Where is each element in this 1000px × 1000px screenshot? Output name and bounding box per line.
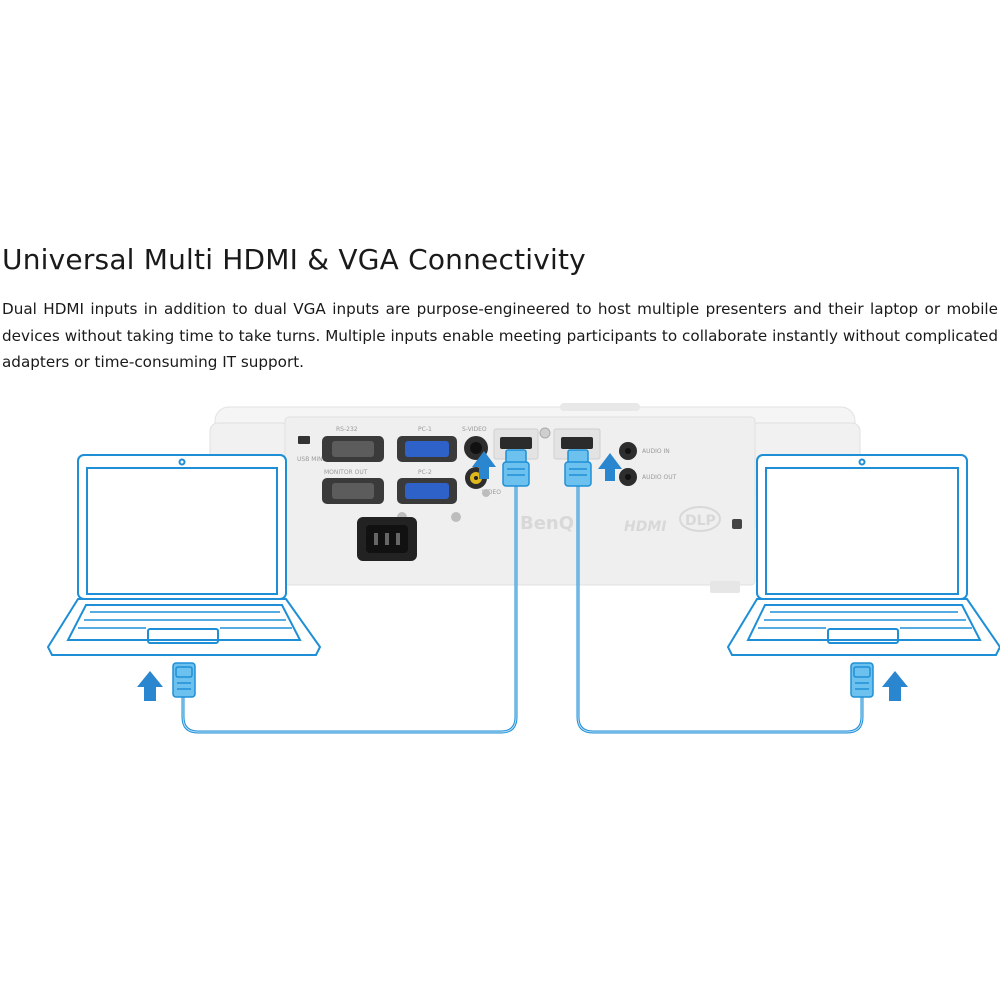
monitor-out-label: MONITOR OUT [324, 469, 368, 476]
svideo-label: S-VIDEO [462, 426, 487, 433]
hdmi-plug-icon [172, 662, 196, 698]
brand-logo: BenQ [520, 513, 574, 534]
rs232-label: RS-232 [336, 426, 358, 433]
arrow-up-icon [882, 671, 908, 701]
laptop-right-icon [726, 454, 1000, 656]
usb-port [298, 436, 310, 444]
kensington-lock [732, 519, 742, 529]
video-label: VIDEO [482, 489, 501, 496]
arrow-up-icon [137, 671, 163, 701]
projector: USB MINI B RS-232 MONITOR OUT PC-1 PC-2 … [209, 403, 861, 593]
hdmi-logo: HDMI [624, 519, 666, 535]
arrow-up-icon [598, 453, 622, 481]
arrow-up-icon [472, 451, 496, 479]
pc1-label: PC-1 [418, 426, 432, 433]
hdmi-cable-right [576, 483, 864, 734]
audio-out-label: AUDIO OUT [642, 474, 677, 481]
hdmi-plug-icon [850, 662, 874, 698]
hdmi-port-2 [561, 437, 593, 449]
page-title: Universal Multi HDMI & VGA Connectivity [2, 243, 586, 276]
pc2-label: PC-2 [418, 469, 432, 476]
laptop-left-icon [46, 454, 322, 656]
hdmi-plug-icon [564, 449, 592, 487]
hdmi-plug-icon [502, 449, 530, 487]
hdmi-port-1 [500, 437, 532, 449]
connectivity-illustration: USB MINI B RS-232 MONITOR OUT PC-1 PC-2 … [46, 403, 1000, 734]
audio-in-label: AUDIO IN [642, 448, 670, 455]
usb-label: USB MINI B [297, 456, 330, 463]
dlp-logo: DLP [685, 513, 716, 529]
description: Dual HDMI inputs in addition to dual VGA… [2, 300, 998, 371]
hdmi-cable-left [181, 483, 518, 734]
